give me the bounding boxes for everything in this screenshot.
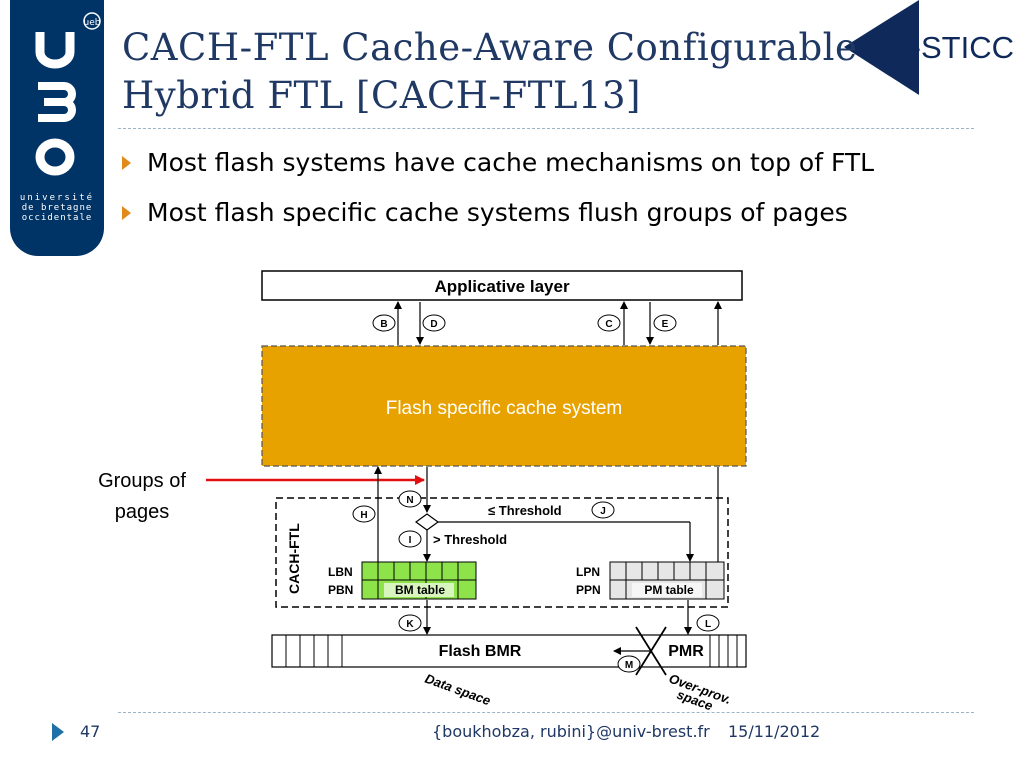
- lab-sticc-text: Lab-STICC: [859, 30, 1014, 65]
- title-separator: [118, 128, 974, 129]
- slide-title-line-1: CACH-FTL Cache-Aware Configurable: [122, 26, 858, 69]
- flash-memory-bar: Flash BMR PMR: [271, 626, 747, 676]
- data-space-label: Data space: [423, 671, 493, 709]
- groups-label-line-1: Groups of: [98, 470, 186, 492]
- cach-ftl-box: [275, 497, 729, 608]
- circle-n: N: [398, 490, 422, 508]
- groups-of-pages-label: Groups of pages: [80, 466, 204, 528]
- slide-title-line-2: Hybrid FTL [CACH-FTL13]: [122, 74, 641, 117]
- circle-c: C: [597, 314, 621, 332]
- lbn-label: LBN: [328, 565, 353, 579]
- ppn-label: PPN: [576, 583, 601, 597]
- groups-label-line-2: pages: [114, 501, 170, 523]
- circle-b: B: [372, 314, 396, 332]
- slide-title: CACH-FTL Cache-Aware Configurable Hybrid…: [122, 24, 902, 120]
- lab-sticc-logo: Lab-STICC: [814, 0, 1024, 104]
- ubo-logo: ueb université de bretagne occidentale: [10, 0, 104, 256]
- bullet-1-text: Most flash systems have cache mechanisms…: [147, 148, 875, 177]
- svg-text:C: C: [605, 319, 612, 330]
- circle-h: H: [352, 505, 376, 523]
- page-number: 47: [80, 722, 101, 741]
- decision-diamond: [414, 513, 440, 531]
- circle-e: E: [653, 314, 677, 332]
- applicative-layer-box: Applicative layer: [261, 270, 743, 301]
- footer-separator: [118, 712, 974, 713]
- pmr-label: PMR: [668, 643, 704, 660]
- pbn-label: PBN: [328, 583, 353, 597]
- bullet-1: Most flash systems have cache mechanisms…: [122, 148, 874, 177]
- circle-j: J: [591, 501, 615, 519]
- cach-ftl-label: CACH-FTL: [286, 523, 302, 594]
- circle-k: K: [398, 614, 422, 632]
- pm-table: PM table: [609, 561, 725, 600]
- footer-authors: {boukhobza, rubini}@univ-brest.fr: [432, 722, 710, 741]
- flash-bmr-label: Flash BMR: [439, 643, 522, 660]
- svg-text:B: B: [380, 319, 387, 330]
- bullet-2: Most flash specific cache systems flush …: [122, 198, 848, 227]
- circle-i: I: [398, 530, 422, 548]
- footer-arrow-icon: [52, 723, 64, 741]
- svg-text:L: L: [705, 619, 711, 630]
- bm-table: BM table: [361, 561, 477, 600]
- circle-l: L: [696, 614, 720, 632]
- lpn-label: LPN: [576, 565, 600, 579]
- circle-m: M: [617, 655, 641, 673]
- svg-text:D: D: [430, 319, 437, 330]
- svg-text:M: M: [625, 660, 633, 671]
- circle-d: D: [422, 314, 446, 332]
- applicative-layer-label: Applicative layer: [434, 277, 570, 296]
- bullet-2-text: Most flash specific cache systems flush …: [147, 198, 848, 227]
- threshold-le-label: ≤ Threshold: [488, 503, 562, 518]
- svg-text:I: I: [409, 535, 412, 546]
- svg-text:K: K: [406, 619, 414, 630]
- svg-text:J: J: [600, 506, 606, 517]
- pm-table-label: PM table: [644, 583, 694, 597]
- bullet-arrow-icon: [122, 205, 131, 220]
- university-line-3: occidentale: [22, 213, 93, 223]
- svg-text:H: H: [360, 510, 367, 521]
- ubo-logo-mark: ueb université de bretagne occidentale: [20, 12, 101, 223]
- svg-text:E: E: [662, 319, 669, 330]
- svg-text:N: N: [406, 495, 413, 506]
- footer-date: 15/11/2012: [728, 722, 821, 741]
- threshold-gt-label: > Threshold: [433, 532, 507, 547]
- flash-cache-box: Flash specific cache system: [261, 345, 747, 467]
- bullet-arrow-icon: [122, 155, 131, 170]
- bm-table-label: BM table: [395, 583, 445, 597]
- university-line-2: de bretagne: [22, 203, 93, 213]
- university-line-1: université: [20, 192, 94, 203]
- ueb-badge: ueb: [84, 18, 101, 28]
- flash-cache-label: Flash specific cache system: [386, 398, 623, 419]
